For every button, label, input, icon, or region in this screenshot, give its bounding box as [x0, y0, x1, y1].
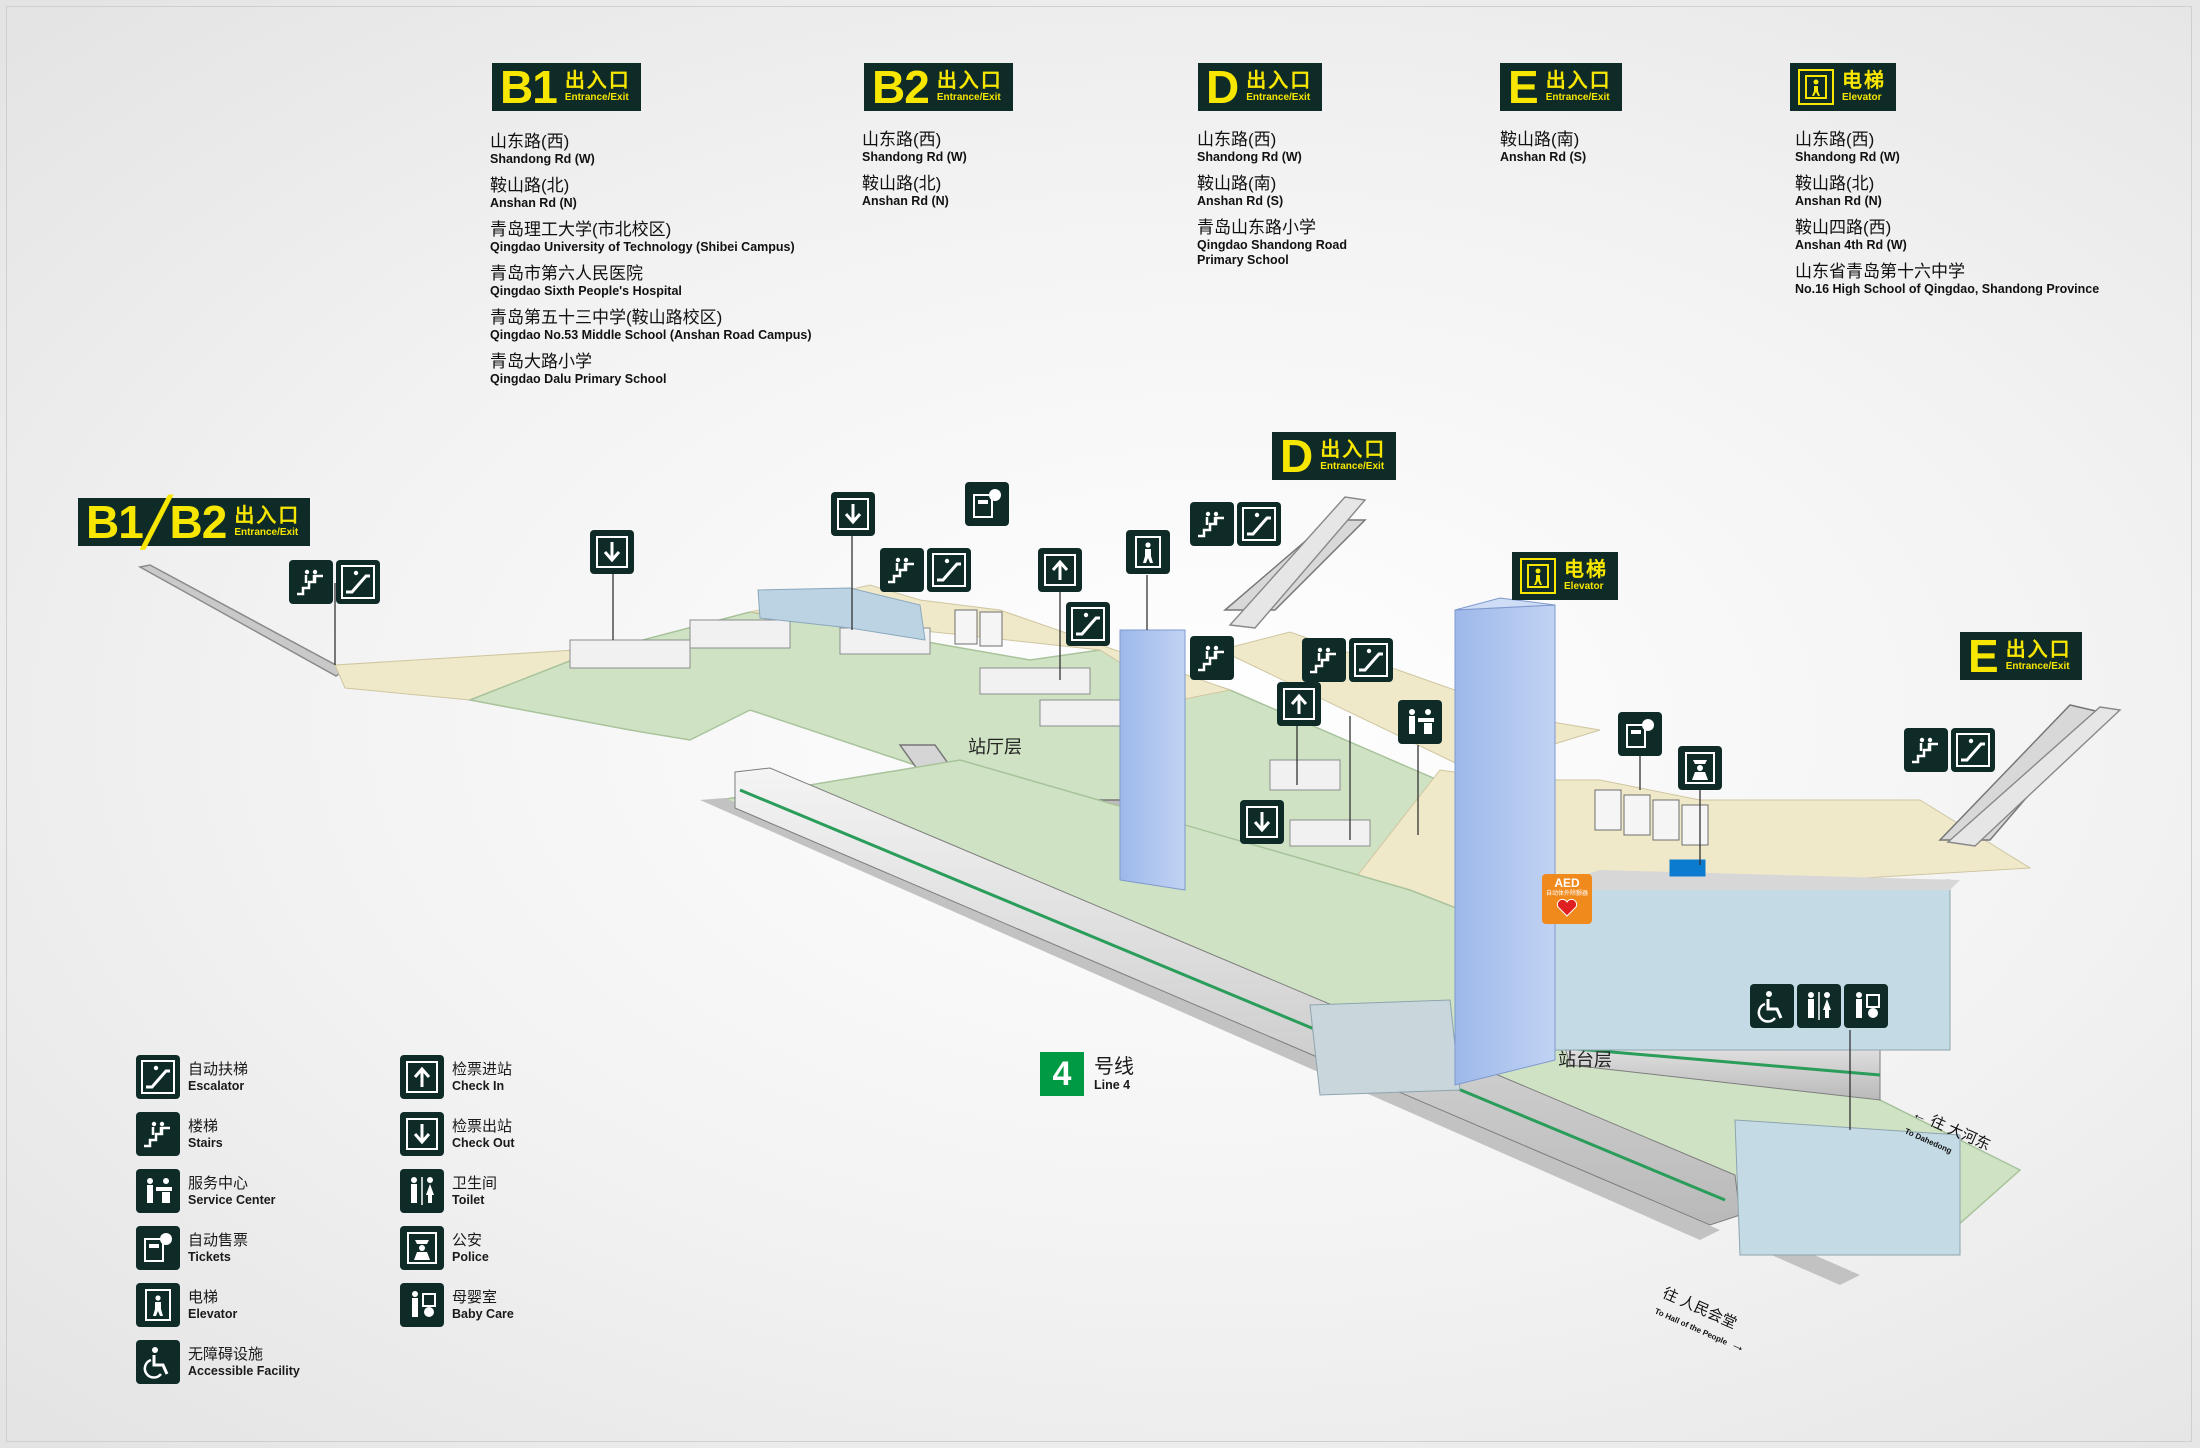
aed-sign: AED 自动体外除颤器 — [1542, 874, 1592, 924]
tickets-icon — [1618, 712, 1662, 756]
service-center-icon — [1398, 700, 1442, 744]
tickets-icon — [136, 1226, 180, 1270]
check-in-icon — [1277, 682, 1321, 726]
escalator-icon — [927, 548, 971, 592]
tickets-icon — [965, 482, 1009, 526]
leader-lines — [334, 520, 1851, 1130]
check-in-icon — [1038, 548, 1082, 592]
check-in-icon — [400, 1055, 444, 1099]
elevator-icon — [1520, 558, 1556, 594]
escalator-icon — [1237, 502, 1281, 546]
escalator-icon — [136, 1055, 180, 1099]
police-icon — [400, 1226, 444, 1270]
exit-e-destinations: 鞍山路(南)Anshan Rd (S) — [1500, 130, 1587, 164]
concourse-label: 站厅层 — [968, 737, 1022, 757]
check-out-icon — [400, 1112, 444, 1156]
exit-b2-destinations: 山东路(西)Shandong Rd (W) 鞍山路(北)Anshan Rd (N… — [862, 130, 967, 208]
exit-b1-destinations: 山东路(西)Shandong Rd (W) 鞍山路(北)Anshan Rd (N… — [490, 132, 812, 386]
exit-d-destinations: 山东路(西)Shandong Rd (W) 鞍山路(南)Anshan Rd (S… — [1197, 130, 1347, 267]
escalator-icon — [1349, 638, 1393, 682]
police-icon — [1678, 746, 1722, 790]
check-out-icon — [1240, 800, 1284, 844]
stairs-icon — [1904, 728, 1948, 772]
platform-label: 站台层 — [1558, 1050, 1612, 1070]
baby-care-icon — [400, 1283, 444, 1327]
stairs-icon — [1190, 636, 1234, 680]
elevator-icon — [136, 1283, 180, 1327]
elevator-icon — [1798, 69, 1834, 105]
accessible-icon — [1750, 984, 1794, 1028]
ticket-machines — [954, 609, 1709, 877]
heart-icon — [1556, 898, 1578, 917]
escalator-icon — [1951, 728, 1995, 772]
stairs-icon — [289, 560, 333, 604]
stairs-icon — [1190, 502, 1234, 546]
escalator-icon — [1066, 602, 1110, 646]
stairs-icon — [1302, 638, 1346, 682]
service-center-icon — [136, 1169, 180, 1213]
stairs-icon — [136, 1112, 180, 1156]
toilet-icon — [1797, 984, 1841, 1028]
stairs-icon — [880, 548, 924, 592]
toilet-icon — [400, 1169, 444, 1213]
elevator-icon — [1126, 530, 1170, 574]
elevator-shafts — [1119, 597, 1556, 1086]
check-out-icon — [831, 492, 875, 536]
elevator-destinations: 山东路(西)Shandong Rd (W) 鞍山路(北)Anshan Rd (N… — [1795, 130, 2100, 296]
escalator-icon — [336, 560, 380, 604]
check-out-icon — [590, 530, 634, 574]
accessible-icon — [136, 1340, 180, 1384]
baby-care-icon — [1844, 984, 1888, 1028]
exit-stairs — [1228, 496, 2122, 847]
